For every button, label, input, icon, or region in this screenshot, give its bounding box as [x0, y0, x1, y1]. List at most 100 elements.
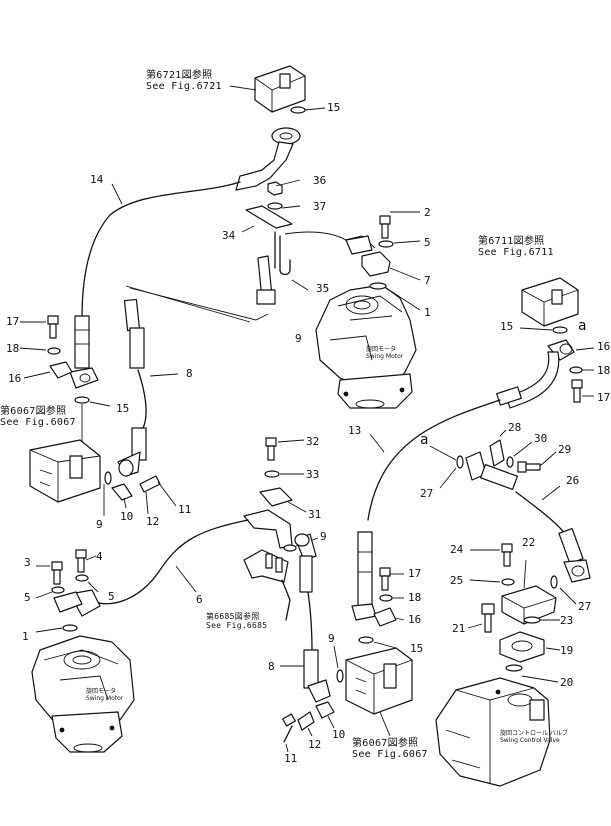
ref-fig6711-jp: 第6711図参照 — [478, 236, 545, 247]
clamp-31 — [259, 487, 293, 507]
part-number: 32 — [306, 435, 320, 448]
bolt-4 — [75, 549, 87, 573]
part-number: 11 — [284, 752, 298, 765]
flange-28 — [489, 439, 505, 467]
part-number: 22 — [522, 536, 536, 549]
part-number: 20 — [560, 676, 574, 689]
part-number: 4 — [96, 550, 103, 563]
bolt-21 — [481, 603, 495, 633]
bracket-34 — [245, 205, 293, 229]
oring-15-left — [74, 396, 90, 404]
ref-fig6067-left-jp: 第6067図参照 — [0, 406, 67, 417]
part-number: 18 — [6, 342, 20, 355]
part-number: 6 — [196, 593, 203, 606]
label-swing-motor-top: 旋回モータ Swing Motor — [366, 346, 404, 360]
part-number: 5 — [424, 236, 431, 249]
oring-15-lower — [358, 636, 374, 644]
part-number: 12 — [308, 738, 322, 751]
cover-22 — [501, 585, 557, 625]
bolt-17-lower — [379, 567, 391, 591]
part-number: 10 — [120, 510, 134, 523]
fig6067-valve-block-left — [29, 439, 101, 503]
part-number: 16 — [597, 340, 611, 353]
oring-27-right — [550, 575, 558, 589]
swing-motor-top — [315, 284, 417, 409]
fig6067-valve-block-lower — [345, 647, 413, 715]
part-number: 36 — [313, 174, 327, 187]
part-number: 29 — [558, 443, 572, 456]
part-number: 31 — [308, 508, 322, 521]
part-number: 19 — [560, 644, 574, 657]
part-number: 27 — [420, 487, 434, 500]
connection-mark-a-left: a — [420, 432, 429, 448]
ref-fig6721: 第6721図参照 See Fig.6721 — [146, 70, 222, 92]
ref-fig6067-left-en: See Fig.6067 — [0, 417, 76, 428]
oring-15-top — [290, 106, 306, 114]
part-number: 16 — [408, 613, 422, 626]
oring-9-lower — [336, 669, 344, 683]
part-number: 37 — [313, 200, 327, 213]
part-number: 15 — [116, 402, 130, 415]
bolt-29 — [517, 461, 541, 473]
part-number: 27 — [578, 600, 592, 613]
swing-motor-lower — [31, 635, 135, 753]
part-number: 9 — [320, 530, 327, 543]
part-number: 15 — [327, 101, 341, 114]
part-number: 3 — [24, 556, 31, 569]
part-number: 5 — [108, 590, 115, 603]
washer-18-left — [47, 347, 61, 355]
connection-mark-a-right: a — [578, 318, 587, 334]
fig6711-valve-block — [521, 277, 579, 327]
ref-fig6067-left: 第6067図参照 See Fig.6067 — [0, 406, 76, 428]
part-number: 9 — [328, 632, 335, 645]
part-number: 25 — [450, 574, 464, 587]
elbow-10-left — [111, 483, 133, 501]
ref-fig6685-jp: 第6685図参照 — [206, 612, 260, 621]
label-swing-motor-lower: 旋回モータ Swing Motor — [86, 688, 124, 702]
part-number: 28 — [508, 421, 522, 434]
bolt-2-top — [379, 215, 391, 239]
bolt-17-right — [571, 379, 583, 403]
part-number: 24 — [450, 543, 464, 556]
washer-5-left-a — [51, 586, 65, 594]
label-swing-control-valve: 旋回コントロール バルブ Swing Control Valve — [500, 730, 568, 744]
part-number: 9 — [96, 518, 103, 531]
bolt-12-lower — [297, 711, 315, 731]
washer-25 — [501, 578, 515, 586]
washer-33 — [264, 470, 280, 478]
ref-fig6067-lower: 第6067図参照 See Fig.6067 — [352, 738, 428, 760]
flange-16-left — [49, 361, 73, 379]
elbow-10-lower — [315, 701, 335, 719]
flange-16-lower — [373, 607, 397, 627]
oring-15-right — [552, 326, 568, 334]
part-number: 18 — [408, 591, 422, 604]
part-number: 15 — [410, 642, 424, 655]
part-number: 16 — [8, 372, 22, 385]
part-number: 5 — [24, 591, 31, 604]
part-number: 33 — [306, 468, 320, 481]
oring-27-left — [456, 455, 464, 469]
ref-fig6067-lower-en: See Fig.6067 — [352, 749, 428, 760]
part-number: 26 — [566, 474, 580, 487]
part-number: 35 — [316, 282, 330, 295]
washer-5-top — [378, 240, 394, 248]
ref-fig6721-en: See Fig.6721 — [146, 81, 222, 92]
oring-9-left — [104, 471, 112, 485]
washer-37 — [267, 202, 283, 210]
ref-fig6067-lower-jp: 第6067図参照 — [352, 738, 419, 749]
part-number: 10 — [332, 728, 346, 741]
oring-23 — [523, 616, 541, 624]
bolt-24 — [501, 543, 513, 567]
washer-30 — [506, 456, 514, 468]
plate-19 — [499, 631, 545, 663]
nut-36 — [267, 181, 283, 196]
washer-18-lower — [379, 594, 393, 602]
part-number: 9 — [295, 332, 302, 345]
swing-control-valve — [435, 677, 551, 787]
bolt-3 — [51, 561, 63, 585]
part-number: 23 — [560, 614, 574, 627]
ref-fig6711-en: See Fig.6711 — [478, 247, 554, 258]
oring-1-left — [62, 624, 78, 632]
